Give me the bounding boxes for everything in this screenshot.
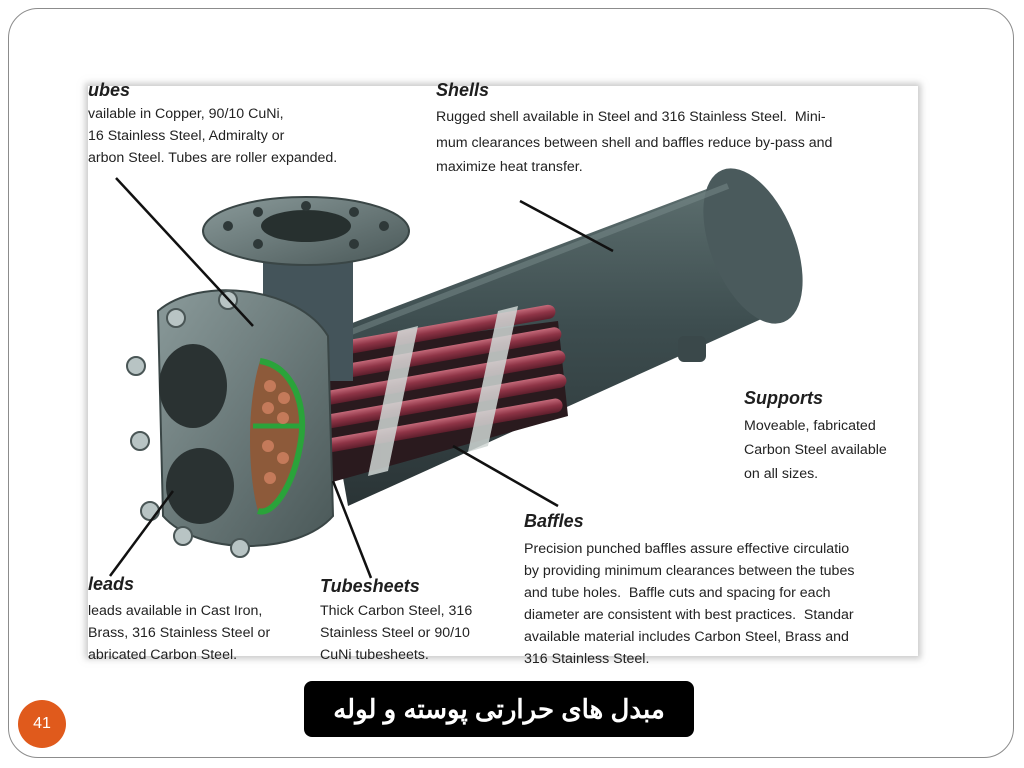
tubes-line-3: arbon Steel. Tubes are roller expanded. [88, 150, 338, 166]
tubesheets-line-3: CuNi tubesheets. [320, 647, 429, 663]
baffles-line-3: and tube holes. Baffle cuts and spacing … [524, 585, 831, 601]
shells-line-2: mum clearances between shell and baffles… [436, 135, 833, 151]
supports-heading: Supports [744, 388, 823, 408]
head-outlet-bottom [166, 448, 234, 524]
tubesheets-heading: Tubesheets [320, 576, 420, 596]
heads-line-3: abricated Carbon Steel. [88, 647, 238, 663]
tubesheet-holes [262, 380, 290, 484]
tubes-line-2: 16 Stainless Steel, Admiralty or [88, 128, 285, 144]
tubes-line-1: vailable in Copper, 90/10 CuNi, [88, 106, 284, 122]
shells-heading: Shells [436, 80, 490, 100]
heads-heading: leads [88, 574, 135, 594]
baffles-line-4: diameter are consistent with best practi… [524, 607, 854, 623]
page-number-badge: 41 [18, 700, 66, 748]
shell-end-cap [703, 168, 803, 324]
head-outlet-top [159, 344, 227, 428]
supports-line-3: on all sizes. [744, 466, 819, 482]
tubesheets-line-1: Thick Carbon Steel, 316 [320, 603, 473, 619]
heat-exchanger-figure: ubes vailable in Copper, 90/10 CuNi, 16 … [88, 80, 918, 667]
supports-line-1: Moveable, fabricated [744, 418, 876, 434]
baffles-line-1: Precision punched baffles assure effecti… [524, 541, 850, 557]
heads-line-1: leads available in Cast Iron, [88, 603, 263, 619]
baffles-plates [368, 306, 518, 476]
shells-line-3: maximize heat transfer. [436, 159, 583, 175]
baffles-line-6: 316 Stainless Steel. [524, 651, 650, 667]
baffles-heading: Baffles [524, 511, 584, 531]
heat-exchanger-illustration [108, 168, 803, 579]
leader-lines [108, 177, 614, 579]
shells-line-1: Rugged shell available in Steel and 316 … [436, 109, 826, 125]
slide-title: مبدل های حرارتی پوسته و لوله [304, 681, 694, 737]
baffles-line-2: by providing minimum clearances between … [524, 563, 855, 579]
support-foot [678, 336, 706, 362]
heads-line-2: Brass, 316 Stainless Steel or [88, 625, 271, 641]
tubes-heading: ubes [88, 80, 131, 100]
tubesheets-line-2: Stainless Steel or 90/10 [320, 625, 470, 641]
baffles-line-5: available material includes Carbon Steel… [524, 629, 849, 645]
supports-line-2: Carbon Steel available [744, 442, 887, 458]
